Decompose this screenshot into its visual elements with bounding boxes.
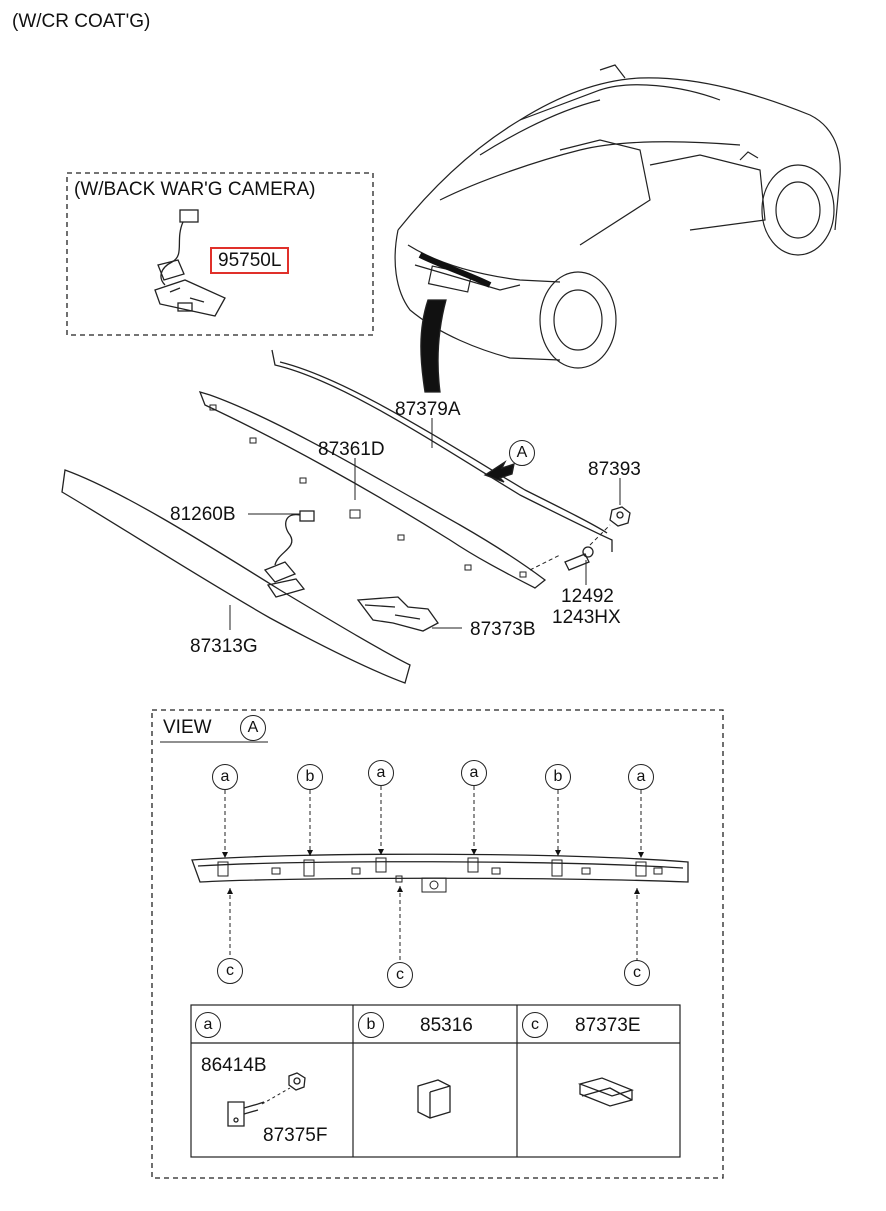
screw-12492	[564, 546, 594, 571]
part-label-87313G[interactable]: 87313G	[190, 636, 258, 657]
leader-lines	[229, 418, 621, 630]
legend-c-letter: c	[522, 1012, 548, 1038]
callout-c: c	[624, 960, 650, 986]
molding-87313G	[61, 469, 411, 684]
legend-table	[190, 1004, 681, 1158]
pointer-arrow	[420, 299, 447, 393]
clip-87373E-drawing	[577, 1077, 634, 1107]
view-leader-lines	[224, 786, 642, 962]
callout-a: a	[461, 760, 487, 786]
part-label-12492[interactable]: 12492	[561, 586, 614, 607]
legend-a-letter: a	[195, 1012, 221, 1038]
camera-option-box	[66, 172, 374, 336]
part-label-87361D[interactable]: 87361D	[318, 439, 385, 460]
view-label: VIEW	[163, 717, 212, 738]
part-label-87379A[interactable]: 87379A	[395, 399, 461, 420]
legend-a-drawing	[227, 1072, 306, 1127]
callout-b: b	[545, 764, 571, 790]
part-label-87373B[interactable]: 87373B	[470, 619, 536, 640]
garnish-rear-view	[191, 853, 689, 893]
callout-a: a	[628, 764, 654, 790]
part-label-87393[interactable]: 87393	[588, 459, 641, 480]
callout-c: c	[217, 958, 243, 984]
view-label-letter: A	[240, 715, 266, 741]
callout-a: a	[212, 764, 238, 790]
clip-85316-drawing	[417, 1079, 451, 1119]
legend-c-part[interactable]: 87373E	[575, 1015, 641, 1036]
callout-a: a	[368, 760, 394, 786]
legend-a-part2[interactable]: 87375F	[263, 1125, 328, 1146]
nut-87393	[609, 506, 631, 527]
part-label-95750L[interactable]: 95750L	[210, 247, 290, 274]
legend-b-letter: b	[358, 1012, 384, 1038]
bracket-87373B	[356, 596, 439, 632]
legend-a-part1[interactable]: 86414B	[201, 1055, 267, 1076]
garnish-87361D	[198, 390, 547, 589]
view-a-box	[151, 709, 724, 1179]
diagram-title: (W/CR COAT'G)	[12, 11, 151, 32]
lamp-harness-81260B	[263, 510, 315, 598]
callout-b: b	[297, 764, 323, 790]
callout-c: c	[387, 962, 413, 988]
view-arrow	[483, 460, 515, 483]
part-label-81260B[interactable]: 81260B	[170, 504, 236, 525]
legend-b-part[interactable]: 85316	[420, 1015, 473, 1036]
camera-box-title: (W/BACK WAR'G CAMERA)	[74, 179, 316, 200]
car-outline	[394, 64, 841, 369]
view-a-marker: A	[509, 440, 535, 466]
camera-assembly-drawing	[154, 209, 226, 317]
part-label-1243HX[interactable]: 1243HX	[552, 607, 621, 628]
